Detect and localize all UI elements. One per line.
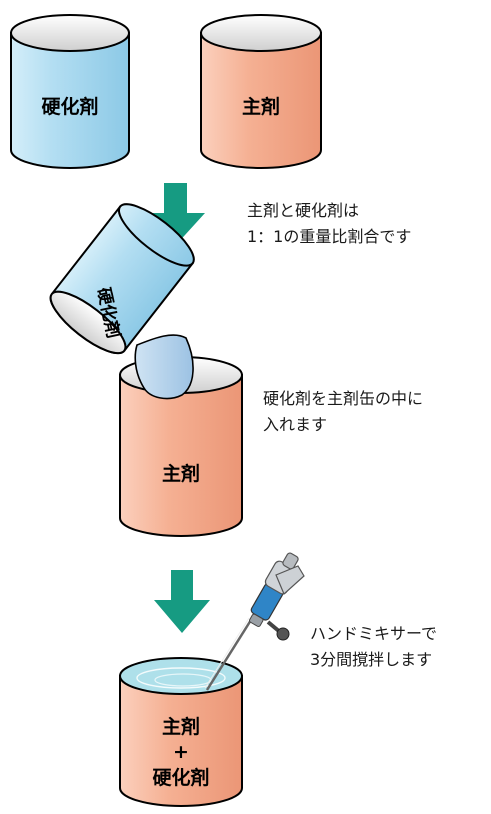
tilted-hardener-can	[49, 203, 195, 355]
arrow-down-icon	[145, 183, 205, 246]
ratio-caption-line2: 1：1の重量比割合です	[247, 227, 412, 246]
ratio-caption-line1: 主剤と硬化剤は	[247, 201, 360, 220]
arrow-down-icon	[154, 570, 210, 633]
pouring-liquid	[134, 334, 194, 400]
mixed-can: 主剤 + 硬化剤	[119, 657, 243, 807]
mix-caption-line1: ハンドミキサーで	[310, 624, 438, 643]
pour-caption-line2: 入れます	[263, 415, 328, 434]
receiving-can-label: 主剤	[162, 462, 200, 485]
hardener-can-label: 硬化剤	[41, 95, 98, 118]
ratio-caption: 主剤と硬化剤は 1：1の重量比割合です	[247, 198, 411, 250]
mixed-can-line2: 硬化剤	[152, 766, 209, 789]
pour-caption-line1: 硬化剤を主剤缶の中に	[263, 389, 424, 408]
hardener-can: 硬化剤	[10, 14, 130, 169]
mix-caption-line2: 3分間撹拌します	[310, 650, 433, 669]
main-agent-can: 主剤	[200, 14, 322, 169]
pour-caption: 硬化剤を主剤缶の中に 入れます	[263, 386, 423, 438]
hand-mixer-icon	[204, 552, 305, 691]
mixed-can-line1: 主剤	[162, 715, 200, 738]
mix-caption: ハンドミキサーで 3分間撹拌します	[310, 621, 437, 673]
mixed-can-plus: +	[173, 741, 189, 763]
main-agent-can-label: 主剤	[242, 95, 280, 118]
